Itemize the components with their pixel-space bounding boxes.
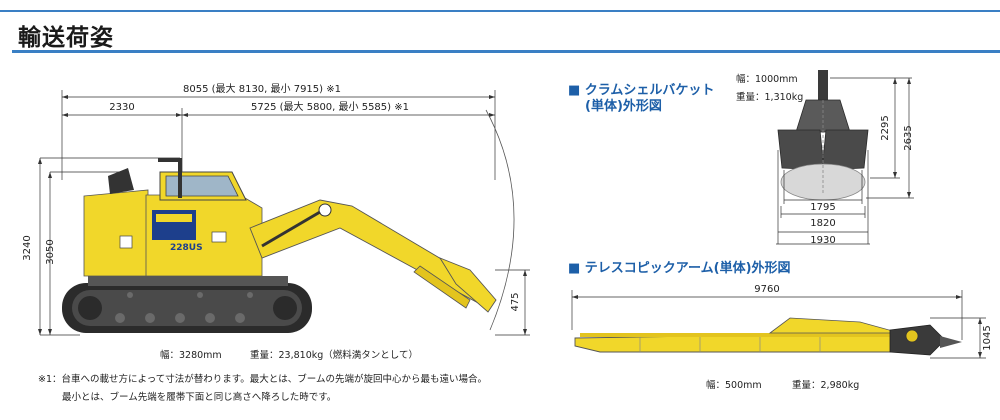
arm-dim-height: 1045 xyxy=(982,325,993,350)
clamshell-spec-weight: 重量：1,310kg xyxy=(736,91,803,103)
clamshell-dim-w1: 1795 xyxy=(810,202,835,213)
dim-height-body-label: 3050 xyxy=(45,239,56,264)
note-line-1: ※1：台車への載せ方によって寸法が替わります。最大とは、ブームの先端が旋回中心か… xyxy=(38,373,487,385)
clamshell-spec-width: 幅：1000mm xyxy=(736,73,798,85)
arm-dim-length: 9760 xyxy=(754,284,779,295)
dim-height-cab-label: 3240 xyxy=(22,235,33,260)
excavator-dimensions: 8055 (最大 8130, 最小 7915) ※1 2330 5725 (最大… xyxy=(22,82,530,336)
arm-title: ■ テレスコピックアーム(単体)外形図 xyxy=(568,260,791,276)
clamshell-dim-w2: 1820 xyxy=(810,218,835,229)
clamshell-illustration xyxy=(777,70,869,201)
dim-bucket-height-label: 475 xyxy=(510,292,521,311)
excavator-illustration: 228US xyxy=(62,158,497,333)
top-rule xyxy=(0,10,1000,12)
clamshell-title-line-2: (単体)外形図 xyxy=(585,98,662,114)
model-badge: 228US xyxy=(170,243,203,253)
dim-front-label: 5725 (最大 5800, 最小 5585) ※1 xyxy=(251,100,409,113)
arm-illustration xyxy=(574,317,962,356)
note-line-2: 最小とは、ブーム先端を履帯下面と同じ高さへ降ろした時です。 xyxy=(62,391,336,403)
clamshell-dimensions: 2295 2635 1795 1820 1930 xyxy=(776,77,914,246)
title-underline xyxy=(12,50,1000,53)
dim-total-label: 8055 (最大 8130, 最小 7915) ※1 xyxy=(183,82,341,95)
clamshell-title-line-1: ■ クラムシェルバケット xyxy=(568,83,714,98)
clamshell-dim-h1: 2295 xyxy=(880,115,891,140)
arm-spec-width: 幅：500mm xyxy=(706,379,762,391)
clamshell-dim-w3: 1930 xyxy=(810,235,835,246)
page-title: 輸送荷姿 xyxy=(18,25,114,51)
excavator-spec-width: 幅：3280mm xyxy=(160,349,222,361)
arm-dimensions: 9760 1045 xyxy=(571,284,993,359)
excavator-spec-weight: 重量：23,810kg（燃料満タンとして） xyxy=(250,349,418,361)
dim-rear-label: 2330 xyxy=(109,102,134,113)
clamshell-dim-h2: 2635 xyxy=(903,125,914,150)
arm-spec-weight: 重量：2,980kg xyxy=(792,379,859,391)
